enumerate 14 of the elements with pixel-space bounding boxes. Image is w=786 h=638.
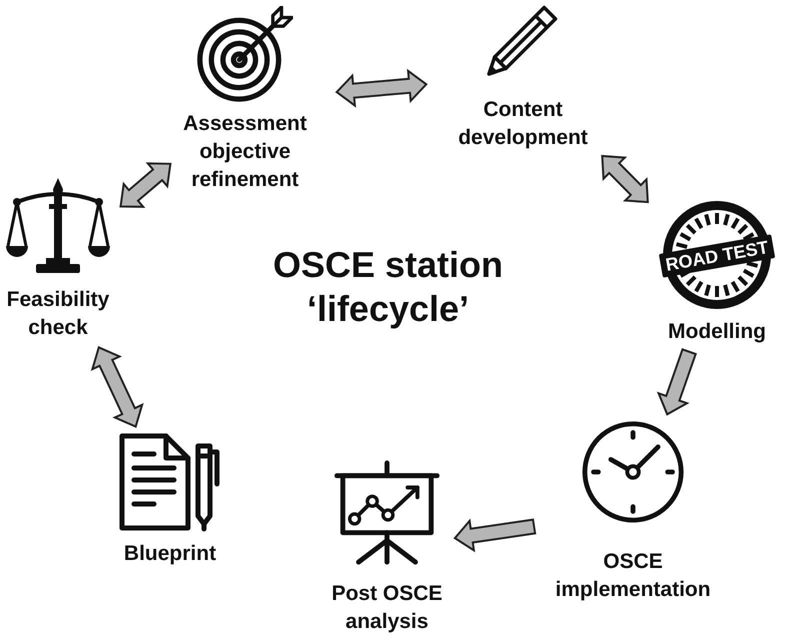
stage-label: Assessment objective refinement xyxy=(182,111,308,193)
double-arrow xyxy=(119,162,172,208)
double-arrow xyxy=(601,154,649,204)
stage-label: Feasibility check xyxy=(6,287,110,341)
arrow xyxy=(656,348,697,416)
stage-label: Content development xyxy=(457,97,589,151)
stage-label: OSCE implementation xyxy=(554,549,712,603)
diagram-title: OSCE station ‘lifecycle’ xyxy=(272,243,504,331)
stage-label: Blueprint xyxy=(124,541,216,567)
double-arrow xyxy=(335,68,428,108)
stage-label: Post OSCE analysis xyxy=(330,581,444,635)
double-arrow xyxy=(90,346,144,428)
stage-label: Modelling xyxy=(668,319,766,345)
arrow xyxy=(453,518,536,552)
